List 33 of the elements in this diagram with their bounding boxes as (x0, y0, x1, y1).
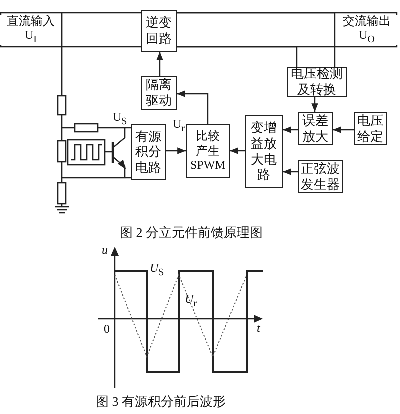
wire (61, 12, 141, 95)
axis-label: 0 (104, 323, 110, 336)
wire (0, 45, 141, 48)
block-box: 正弦波发生器 (298, 160, 343, 193)
waveform-label: U$_{S}$ (150, 262, 164, 278)
arrow (283, 126, 298, 134)
arrow (312, 97, 318, 112)
block-box: 比较产生SPWM (186, 124, 230, 178)
arrow (283, 168, 298, 176)
port-label: 直流输入 U$_{I}$ (0, 15, 62, 45)
block-box: 电压检测及转换 (287, 67, 347, 97)
figure-caption: 图 2 分立元件前馈原理图 (120, 226, 263, 240)
arrow (156, 52, 164, 76)
signal-label: U$_{r}$ (173, 118, 186, 134)
axis-label: u (102, 244, 108, 258)
signal-label: U$_{S}$ (113, 111, 128, 128)
axis-label: t (257, 322, 260, 336)
block-box: 隔离驱动 (141, 76, 177, 110)
arrow (166, 148, 186, 154)
block-box: 有源积分电路 (131, 124, 166, 180)
figure-caption: 图 3 有源积分前后波形 (96, 395, 226, 410)
block-box: 变增益放大电路 (245, 115, 283, 188)
block-box: 逆变回路 (141, 10, 177, 52)
arrow (177, 90, 209, 124)
waveform-label: U$_{r}$ (185, 293, 198, 310)
wire (177, 44, 398, 48)
arrow (333, 126, 354, 134)
port-label: 交流输出 U$_{O}$ (336, 15, 398, 45)
wire (177, 12, 398, 16)
arrow (230, 148, 245, 154)
block-box: 电压给定 (354, 112, 387, 145)
circuit-drawing (54, 95, 127, 214)
block-box: 误差放大 (298, 112, 333, 145)
